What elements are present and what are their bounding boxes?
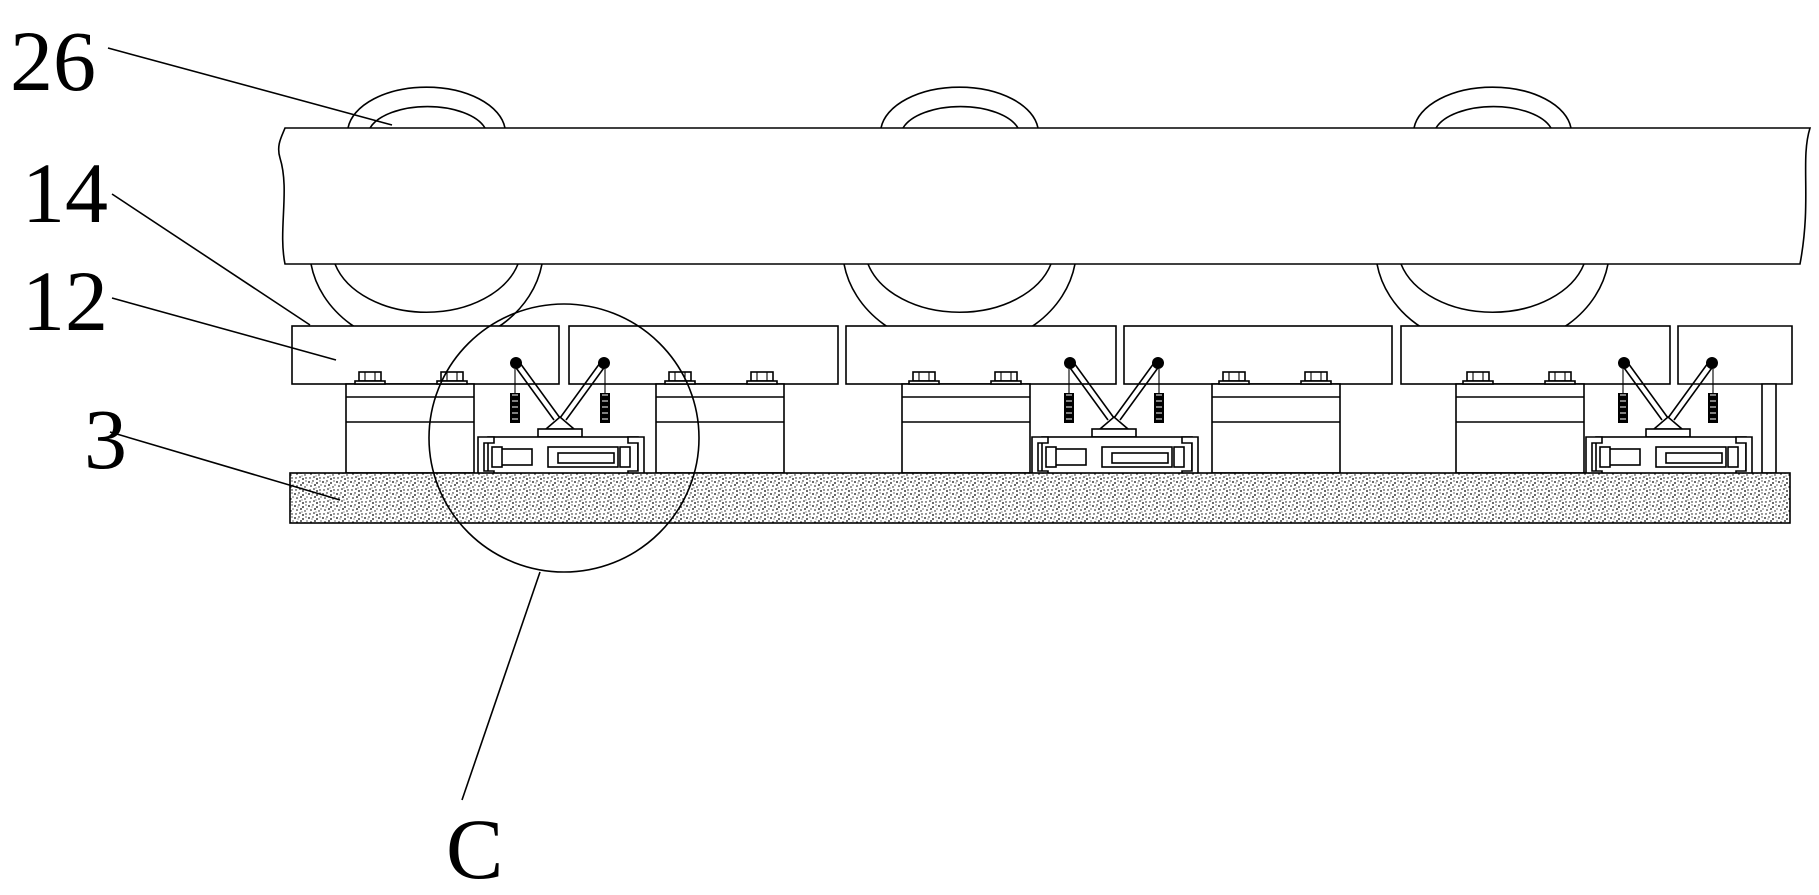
vehicle-body	[277, 127, 1812, 265]
detail-circle-c	[428, 303, 700, 573]
label-12: 12	[22, 253, 108, 349]
ground-base	[289, 472, 1791, 524]
leader-lines	[107, 47, 541, 801]
label-26: 26	[10, 13, 96, 109]
label-14: 14	[22, 145, 108, 241]
label-3: 3	[84, 391, 127, 487]
sleeper-plates	[291, 325, 1793, 385]
label-c: C	[446, 801, 503, 895]
